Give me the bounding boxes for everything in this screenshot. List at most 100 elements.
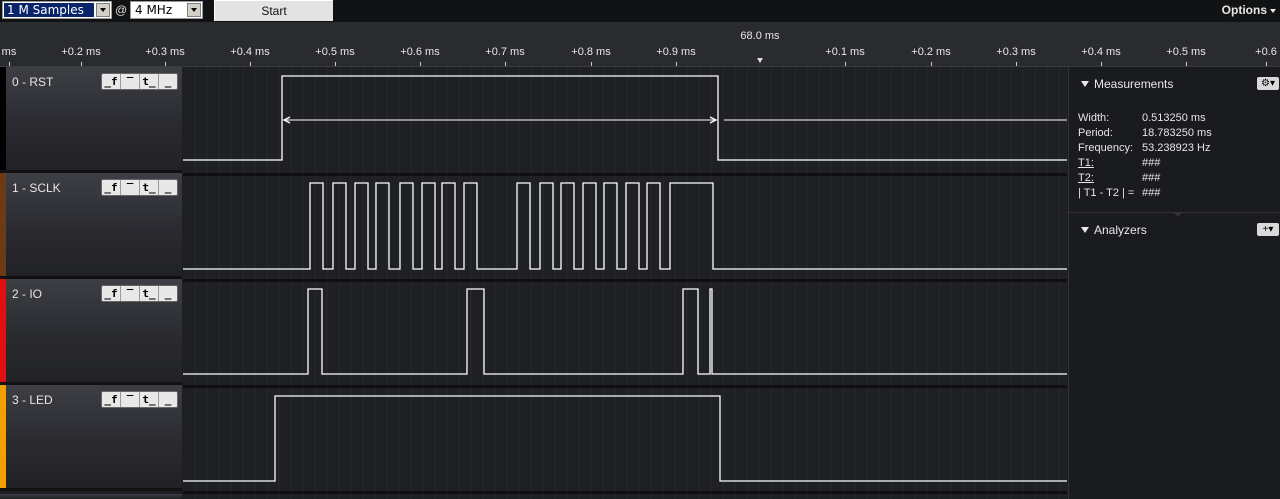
lane-separator bbox=[183, 173, 1067, 176]
measurement-key: Period: bbox=[1078, 127, 1113, 139]
ruler-tick-label: +0.6 bbox=[1255, 46, 1277, 58]
falling-edge-trigger-button[interactable]: t_ bbox=[140, 286, 159, 301]
falling-edge-trigger-button[interactable]: t_ bbox=[140, 74, 159, 89]
measurement-key: | T1 - T2 | = bbox=[1078, 187, 1135, 199]
high-level-trigger-button[interactable]: ‾ bbox=[121, 286, 140, 301]
ruler-tick-mark bbox=[250, 62, 251, 66]
measurement-key: Frequency: bbox=[1078, 142, 1134, 154]
ruler-tick-mark bbox=[1266, 62, 1267, 66]
sample-rate-select[interactable]: 4 MHz bbox=[130, 1, 203, 19]
channel-color-swatch bbox=[0, 173, 6, 276]
measurement-key: Width: bbox=[1078, 112, 1110, 124]
low-level-trigger-button[interactable]: _ bbox=[164, 181, 172, 194]
ruler-tick-mark bbox=[9, 62, 10, 66]
trigger-button-group: _f‾t_ _ bbox=[101, 391, 178, 408]
rising-edge-trigger-button[interactable]: _f bbox=[102, 74, 121, 89]
ruler-tick-label: +0.5 ms bbox=[1166, 46, 1206, 58]
ruler-tick-label: +0.4 ms bbox=[1081, 46, 1121, 58]
measurement-value: ### bbox=[1142, 187, 1161, 199]
lane-separator bbox=[183, 491, 1067, 494]
channel-2[interactable]: 2 - IO _f‾t_ _ bbox=[0, 279, 182, 385]
ruler-tick-label: +0.1 ms bbox=[825, 46, 865, 58]
ruler-tick-label: +0.4 ms bbox=[230, 46, 270, 58]
rising-edge-trigger-button[interactable]: _f bbox=[102, 180, 121, 195]
rst-waveform bbox=[183, 75, 1067, 161]
measurement-row: T2: ### bbox=[1078, 172, 1160, 184]
ruler-tick-label: +0.6 ms bbox=[400, 46, 440, 58]
lane-separator bbox=[183, 279, 1067, 282]
at-sign: @ bbox=[115, 3, 128, 17]
chevron-down-icon[interactable] bbox=[96, 3, 110, 17]
gear-icon[interactable]: ⚙▾ bbox=[1257, 77, 1279, 90]
measurement-value: 18.783250 ms bbox=[1142, 127, 1212, 139]
high-level-trigger-button[interactable]: ‾ bbox=[121, 180, 140, 195]
waveform-area[interactable] bbox=[183, 67, 1067, 499]
io-waveform bbox=[183, 288, 1067, 375]
ruler-tick-label: +0.7 ms bbox=[485, 46, 525, 58]
channel-label[interactable]: 0 - RST bbox=[12, 75, 54, 89]
trigger-button-group: _f‾t_ _ bbox=[101, 179, 178, 196]
high-level-trigger-button[interactable]: ‾ bbox=[121, 392, 140, 407]
channel-0[interactable]: 0 - RST _f‾t_ _ bbox=[0, 67, 182, 173]
sample-rate-value: 4 MHz bbox=[135, 3, 173, 17]
channel-1[interactable]: 1 - SCLK _f‾t_ _ bbox=[0, 173, 182, 279]
ruler-tick-mark bbox=[81, 62, 82, 66]
ruler-tick-mark bbox=[1101, 62, 1102, 66]
ruler-tick-label: +0.2 ms bbox=[911, 46, 951, 58]
measurement-key[interactable]: T2: bbox=[1078, 172, 1094, 184]
falling-edge-trigger-button[interactable]: t_ bbox=[140, 180, 159, 195]
ruler-tick-mark bbox=[931, 62, 932, 66]
ruler-tick-label: +0.3 ms bbox=[145, 46, 185, 58]
measurement-row: Period: 18.783250 ms bbox=[1078, 127, 1212, 139]
channel-label[interactable]: 1 - SCLK bbox=[12, 181, 61, 195]
measurement-row: Width: 0.513250 ms bbox=[1078, 112, 1206, 124]
toolbar: 1 M Samples @ 4 MHz Start Options bbox=[0, 0, 1280, 22]
channel-color-swatch bbox=[0, 385, 6, 488]
chevron-down-icon[interactable] bbox=[187, 3, 201, 17]
channel-color-swatch bbox=[0, 67, 6, 170]
sample-count-value: 1 M Samples bbox=[4, 3, 94, 17]
lane-separator bbox=[183, 385, 1067, 388]
analyzers-header[interactable]: Analyzers bbox=[1081, 223, 1147, 237]
ruler-center-time: 68.0 ms bbox=[740, 30, 780, 42]
measurement-value: 0.513250 ms bbox=[1142, 112, 1206, 124]
measurement-value: 53.238923 Hz bbox=[1142, 142, 1211, 154]
ruler-center-marker bbox=[757, 58, 763, 63]
sclk-waveform bbox=[183, 182, 1067, 270]
ruler-tick-mark bbox=[591, 62, 592, 66]
channel-3[interactable]: 3 - LED _f‾t_ _ bbox=[0, 385, 182, 491]
low-level-trigger-button[interactable]: _ bbox=[164, 75, 172, 88]
measurement-row: | T1 - T2 | = ### bbox=[1078, 187, 1160, 199]
measurements-header[interactable]: Measurements bbox=[1081, 77, 1173, 91]
time-ruler[interactable]: 68.0 ms ms+0.2 ms+0.3 ms+0.4 ms+0.5 ms+0… bbox=[0, 22, 1280, 67]
ruler-tick-label: +0.3 ms bbox=[996, 46, 1036, 58]
high-level-trigger-button[interactable]: ‾ bbox=[121, 74, 140, 89]
rising-edge-trigger-button[interactable]: _f bbox=[102, 392, 121, 407]
ruler-tick-mark bbox=[1186, 62, 1187, 66]
low-level-trigger-button[interactable]: _ bbox=[164, 287, 172, 300]
measurement-value: ### bbox=[1142, 172, 1161, 184]
low-level-trigger-button[interactable]: _ bbox=[164, 393, 172, 406]
side-panel: Measurements ⚙▾ Width: 0.513250 ms Period:… bbox=[1068, 67, 1280, 499]
options-button[interactable]: Options bbox=[1222, 3, 1276, 17]
ruler-tick-mark bbox=[165, 62, 166, 66]
led-waveform bbox=[183, 395, 1067, 482]
panel-divider-notch bbox=[1173, 212, 1183, 217]
sample-count-select[interactable]: 1 M Samples bbox=[2, 1, 112, 19]
channel-label[interactable]: 3 - LED bbox=[12, 393, 53, 407]
ruler-tick-mark bbox=[676, 62, 677, 66]
plus-icon[interactable]: +▾ bbox=[1257, 223, 1279, 236]
start-button[interactable]: Start bbox=[214, 0, 333, 21]
width-measurement-arrow bbox=[282, 116, 1067, 124]
rising-edge-trigger-button[interactable]: _f bbox=[102, 286, 121, 301]
measurement-key[interactable]: T1: bbox=[1078, 157, 1094, 169]
channel-color-swatch bbox=[0, 279, 6, 382]
ruler-tick-mark bbox=[335, 62, 336, 66]
falling-edge-trigger-button[interactable]: t_ bbox=[140, 392, 159, 407]
channel-label[interactable]: 2 - IO bbox=[12, 287, 43, 301]
ruler-tick-mark bbox=[420, 62, 421, 66]
measurement-value: ### bbox=[1142, 157, 1161, 169]
ruler-tick-label: +0.9 ms bbox=[656, 46, 696, 58]
ruler-tick-label: +0.8 ms bbox=[571, 46, 611, 58]
ruler-tick-mark bbox=[1016, 62, 1017, 66]
